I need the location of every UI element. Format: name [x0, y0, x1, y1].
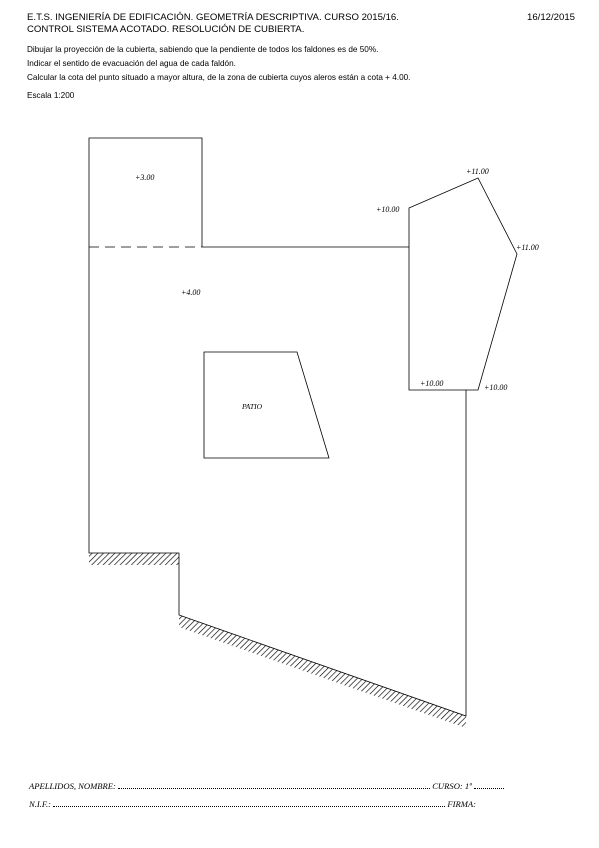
footer-nif-row: N.I.F.: FIRMA: — [29, 799, 476, 809]
course-field-dotted-line[interactable] — [474, 781, 505, 789]
header-title-line1: E.T.S. INGENIERÍA DE EDIFICACIÓN. GEOMET… — [27, 12, 399, 23]
elevation-upper-block: +3.00 — [135, 173, 154, 182]
course-label: CURSO: 1º — [432, 781, 472, 791]
patio-label: PATIO — [241, 402, 263, 411]
instruction-3: Calcular la cota del punto situado a may… — [27, 73, 411, 82]
instruction-1: Dibujar la proyección de la cubierta, sa… — [27, 45, 379, 54]
nif-field-dotted-line[interactable] — [53, 799, 446, 807]
elevation-polygon-left-top: +10.00 — [376, 205, 399, 214]
name-label: APELLIDOS, NOMBRE: — [29, 781, 116, 791]
name-field-dotted-line[interactable] — [118, 781, 431, 789]
hatch-wall-left — [89, 553, 179, 565]
upper-block-outline — [88, 137, 203, 247]
sign-label: FIRMA: — [447, 799, 476, 809]
elevation-polygon-right: +11.00 — [516, 243, 539, 252]
main-block-outline — [88, 246, 467, 717]
scale-label: Escala 1:200 — [27, 91, 75, 100]
header-title-line2: CONTROL SISTEMA ACOTADO. RESOLUCIÓN DE C… — [27, 24, 305, 35]
footer-name-row: APELLIDOS, NOMBRE: CURSO: 1º — [29, 781, 505, 791]
patio-outline — [203, 351, 330, 459]
header-date: 16/12/2015 — [526, 12, 575, 23]
elevation-polygon-bottom-left: +10.00 — [420, 379, 443, 388]
elevation-main-block: +4.00 — [181, 288, 200, 297]
elevation-polygon-bottom-right: +10.00 — [484, 383, 507, 392]
elevation-polygon-top: +11.00 — [466, 167, 489, 176]
hatch-wall-diagonal — [179, 615, 466, 728]
nif-label: N.I.F.: — [29, 799, 52, 809]
instruction-2: Indicar el sentido de evacuación del agu… — [27, 59, 236, 68]
polygon-outline — [408, 177, 518, 391]
